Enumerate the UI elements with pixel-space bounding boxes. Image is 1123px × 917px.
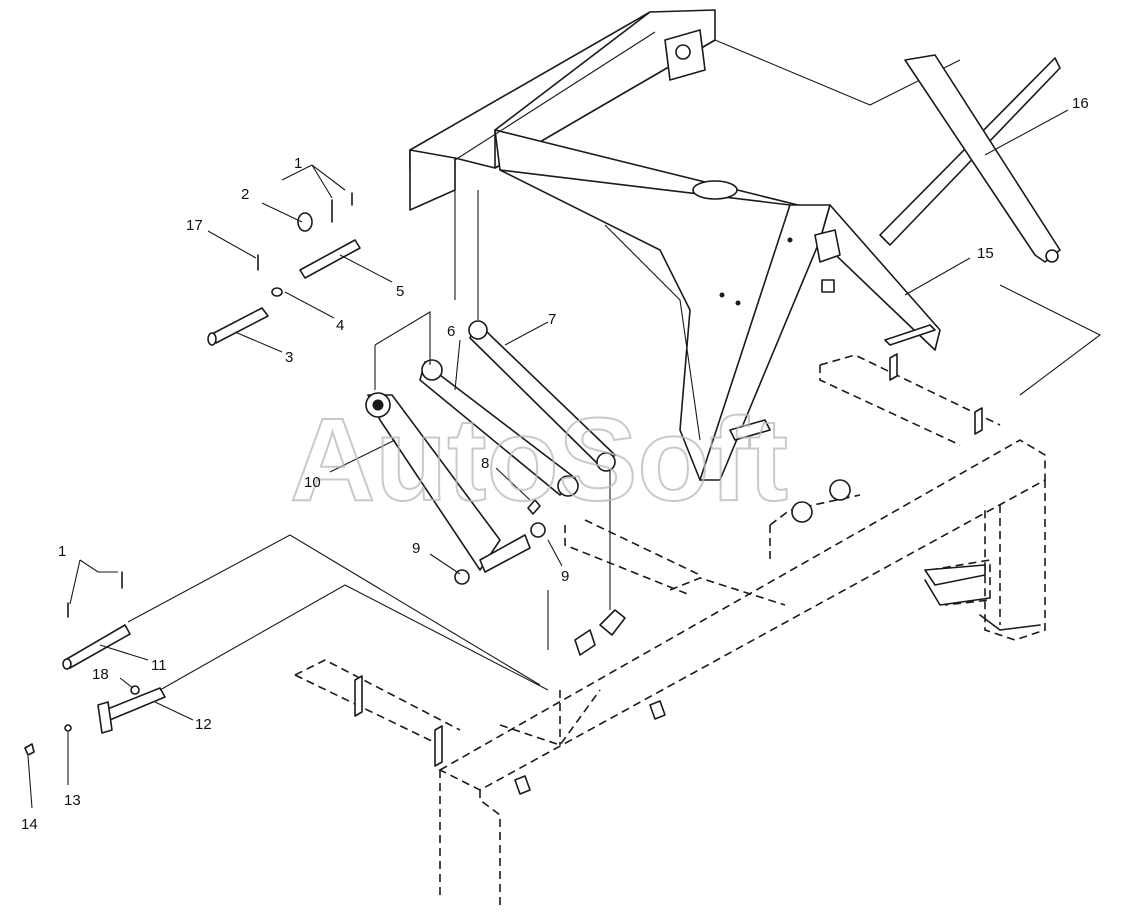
callout-10: 10 bbox=[304, 474, 321, 491]
callout-labels: 1 2 17 5 4 3 6 7 10 8 9 9 1 11 18 12 13 … bbox=[21, 95, 1089, 833]
frame-brackets bbox=[354, 353, 1041, 795]
callout-9-right: 9 bbox=[561, 568, 569, 585]
callout-9-left: 9 bbox=[412, 540, 420, 557]
callout-14: 14 bbox=[21, 816, 38, 833]
hardware-parts bbox=[24, 54, 1061, 756]
lift-links bbox=[365, 320, 616, 585]
callout-7: 7 bbox=[548, 311, 556, 328]
watermark-text: AutoSoft bbox=[290, 394, 788, 526]
callout-11: 11 bbox=[151, 657, 167, 674]
callout-6: 6 bbox=[447, 323, 455, 340]
callout-5: 5 bbox=[396, 283, 404, 300]
tractor-frame-outline bbox=[294, 354, 1046, 910]
callout-3: 3 bbox=[285, 349, 293, 366]
callout-12: 12 bbox=[195, 716, 212, 733]
callout-1-top: 1 bbox=[294, 155, 302, 172]
callout-4: 4 bbox=[336, 317, 344, 334]
loader-frame bbox=[409, 9, 961, 481]
callout-15: 15 bbox=[977, 245, 994, 262]
callout-16: 16 bbox=[1072, 95, 1089, 112]
callout-8: 8 bbox=[481, 455, 489, 472]
callout-17: 17 bbox=[186, 217, 203, 234]
callout-1-bottom: 1 bbox=[58, 543, 66, 560]
callout-18: 18 bbox=[92, 666, 109, 683]
leader-lines bbox=[27, 31, 1102, 809]
callout-13: 13 bbox=[64, 792, 81, 809]
callout-2: 2 bbox=[241, 186, 249, 203]
